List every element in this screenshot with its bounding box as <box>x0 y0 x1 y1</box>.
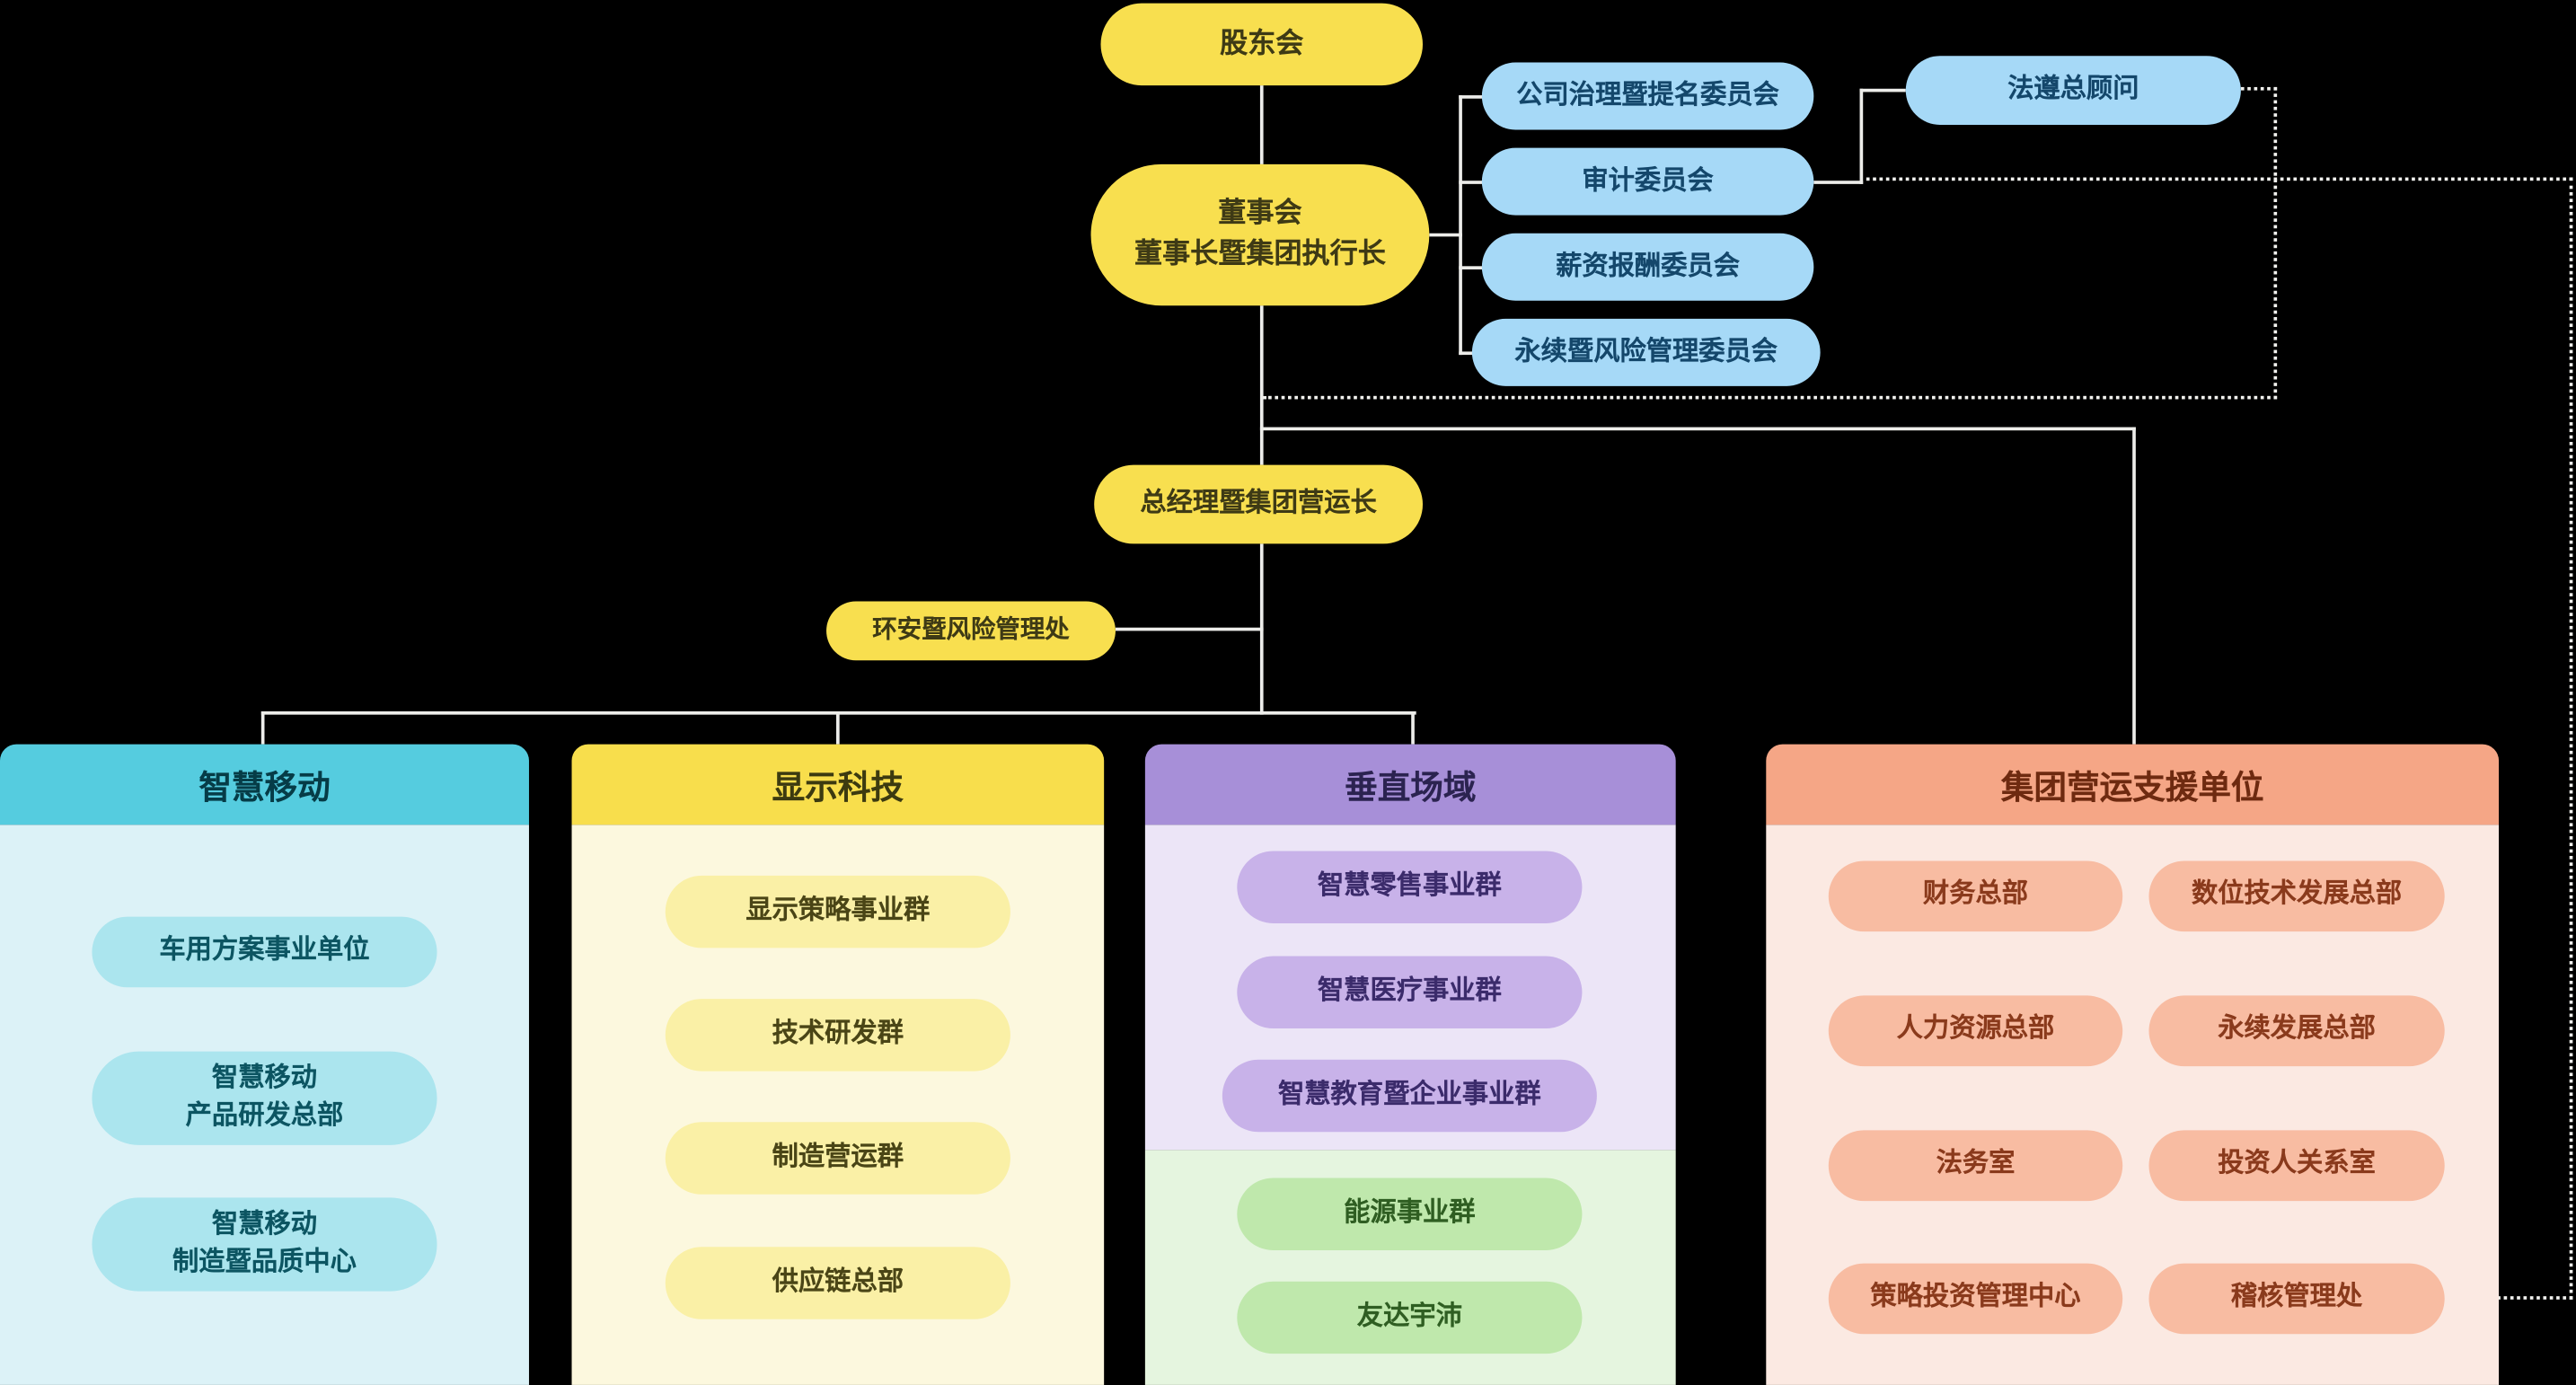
unit-technology-rd: 技术研发群 <box>665 999 1010 1072</box>
connector-committee-stub-3 <box>1459 266 1486 269</box>
unit-manufacturing-ops: 制造营运群 <box>665 1122 1010 1195</box>
unit-automotive-solutions: 车用方案事业单位 <box>92 916 437 988</box>
unit-legal-office: 法务室 <box>1828 1130 2123 1202</box>
dotted-audit-to-right-edge <box>1866 177 2573 181</box>
unit-audit-management: 稽核管理处 <box>2148 1263 2445 1335</box>
unit-finance-hq: 财务总部 <box>1828 860 2123 932</box>
unit-mobility-product-rd: 智慧移动 产品研发总部 <box>92 1051 437 1145</box>
connector-audit-compliance-h1 <box>1813 181 1864 184</box>
unit-smart-education-enterprise: 智慧教育暨企业事业群 <box>1222 1059 1597 1133</box>
panel-smart-mobility: 智慧移动 车用方案事业单位 智慧移动 产品研发总部 智慧移动 制造暨品质中心 <box>0 744 529 1385</box>
connector-committee-stub-1 <box>1459 95 1486 99</box>
committee-compensation: 薪资报酬委员会 <box>1481 233 1814 301</box>
unit-digital-tech-hq: 数位技术发展总部 <box>2148 860 2445 932</box>
panel-display-tech: 显示科技 显示策略事业群 技术研发群 制造营运群 供应链总部 <box>571 744 1105 1385</box>
president-coo-node: 总经理暨集团营运长 <box>1094 464 1424 544</box>
connector-audit-compliance-v <box>1859 88 1864 184</box>
unit-hr-hq: 人力资源总部 <box>1828 995 2123 1067</box>
unit-sustainability-hq: 永续发展总部 <box>2148 995 2445 1067</box>
connector-committee-bracket <box>1459 95 1462 356</box>
unit-investor-relations: 投资人关系室 <box>2148 1130 2445 1202</box>
shareholders-node: 股东会 <box>1100 3 1424 86</box>
unit-smart-healthcare: 智慧医疗事业群 <box>1237 956 1583 1029</box>
panel-group-support: 集团营运支援单位 财务总部 数位技术发展总部 人力资源总部 永续发展总部 法务室… <box>1766 744 2500 1385</box>
dotted-right-edge <box>2569 177 2573 1300</box>
connector-support-branch-h <box>1259 427 2136 431</box>
dotted-compliance-to-trunk <box>1263 395 2278 400</box>
unit-supply-chain: 供应链总部 <box>665 1247 1010 1319</box>
connector-board-committee-stub <box>1429 233 1462 237</box>
connector-audit-compliance-h2 <box>1859 88 1906 93</box>
connector-board-coo <box>1259 305 1264 465</box>
panel-display-tech-title: 显示科技 <box>571 744 1105 825</box>
unit-auo-envirotech: 友达宇沛 <box>1237 1281 1583 1354</box>
connector-drop-vertical-domains <box>1411 711 1415 745</box>
panel-smart-mobility-title: 智慧移动 <box>0 744 529 825</box>
unit-energy: 能源事业群 <box>1237 1178 1583 1250</box>
panel-vertical-domains: 垂直场域 智慧零售事业群 智慧医疗事业群 智慧教育暨企业事业群 能源事业群 友达… <box>1144 744 1676 1385</box>
dotted-compliance-down <box>2273 86 2278 400</box>
connector-drop-smart-mobility <box>260 711 265 745</box>
unit-display-strategy: 显示策略事业群 <box>665 875 1010 948</box>
connector-support-branch-v <box>2132 427 2136 745</box>
connector-drop-display-tech <box>836 711 840 745</box>
esh-risk-node: 环安暨风险管理处 <box>826 601 1116 661</box>
committee-sustainability-risk: 永续暨风险管理委员会 <box>1471 318 1821 386</box>
committee-governance-nomination: 公司治理暨提名委员会 <box>1481 62 1814 130</box>
connector-committee-stub-2 <box>1459 181 1486 184</box>
dotted-to-audit-management <box>2446 1296 2573 1300</box>
panel-vertical-domains-title: 垂直场域 <box>1144 744 1676 825</box>
unit-smart-retail: 智慧零售事业群 <box>1237 851 1583 923</box>
unit-mobility-mfg-quality: 智慧移动 制造暨品质中心 <box>92 1197 437 1292</box>
unit-strategic-investment: 策略投资管理中心 <box>1828 1263 2123 1335</box>
panel-group-support-title: 集团营运支援单位 <box>1766 744 2500 825</box>
connector-esh-stub <box>1115 627 1264 631</box>
dotted-compliance-right <box>2240 86 2278 91</box>
connector-shareholders-board <box>1259 85 1264 164</box>
compliance-officer-node: 法遵总顾问 <box>1905 56 2241 126</box>
committee-audit: 审计委员会 <box>1481 147 1814 216</box>
board-node: 董事会 董事长暨集团执行长 <box>1090 163 1430 306</box>
